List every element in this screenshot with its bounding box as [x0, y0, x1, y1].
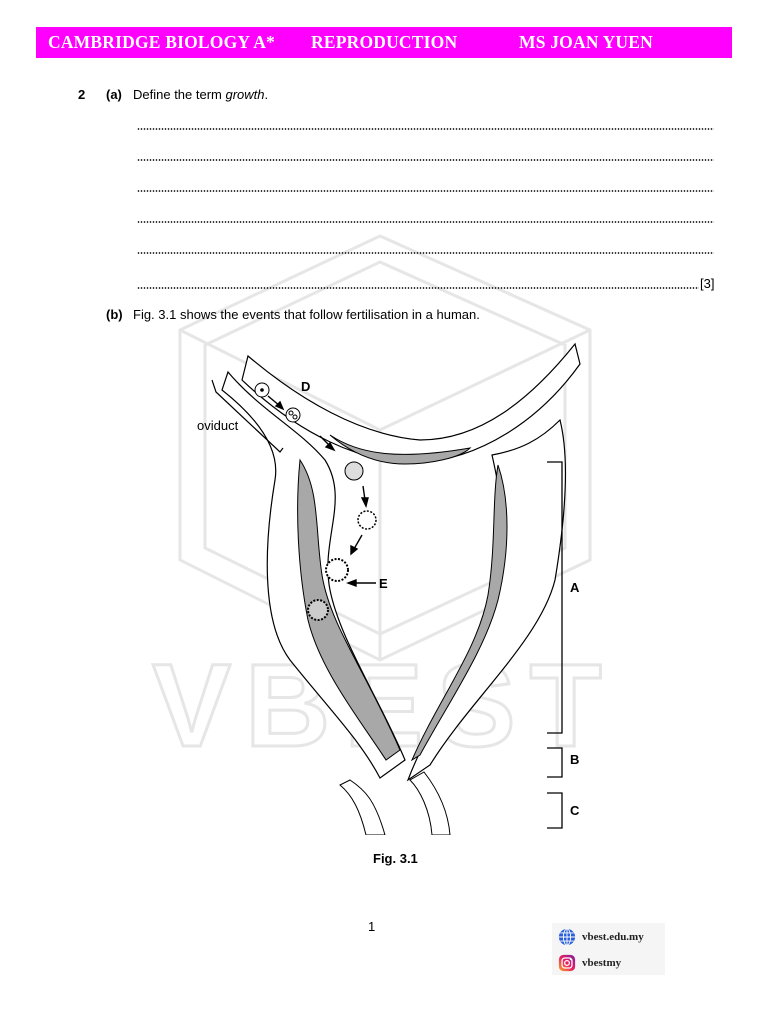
page-number: 1 [368, 919, 376, 934]
label-a: A [570, 580, 580, 595]
label-e: E [379, 576, 388, 591]
course-title: CAMBRIDGE BIOLOGY A* [48, 32, 275, 52]
website-link[interactable]: vbest.edu.my [582, 931, 644, 943]
instagram-icon [558, 954, 576, 972]
answer-line[interactable] [137, 287, 699, 289]
part-a-prompt: Define the term growth. [133, 87, 268, 102]
instagram-handle[interactable]: vbestmy [582, 957, 622, 969]
answer-line[interactable] [137, 128, 714, 130]
part-a-term: growth [225, 87, 265, 102]
fertilisation-diagram [211, 342, 581, 835]
topic-title: REPRODUCTION [311, 32, 458, 52]
header-banner: CAMBRIDGE BIOLOGY A* REPRODUCTION MS JOA… [36, 27, 732, 58]
part-b-label: (b) [106, 307, 123, 322]
label-c: C [570, 803, 580, 818]
globe-icon [558, 928, 576, 946]
label-d: D [301, 379, 311, 394]
part-a-text: Define the term [133, 87, 226, 102]
website-row[interactable]: vbest.edu.my [558, 928, 644, 946]
answer-line[interactable] [137, 221, 714, 223]
figure-caption: Fig. 3.1 [373, 851, 418, 866]
part-b-text: Fig. 3.1 shows the events that follow fe… [133, 307, 480, 322]
label-b: B [570, 752, 580, 767]
question-number: 2 [78, 87, 86, 102]
answer-line[interactable] [137, 252, 714, 254]
answer-line[interactable] [137, 190, 714, 192]
contact-box: vbest.edu.my vbestmy [552, 923, 665, 975]
part-a-label: (a) [106, 87, 122, 102]
answer-line[interactable] [137, 159, 714, 161]
marks-label: [3] [700, 276, 715, 291]
label-oviduct: oviduct [197, 418, 239, 433]
instagram-row[interactable]: vbestmy [558, 954, 621, 972]
teacher-name: MS JOAN YUEN [519, 32, 653, 52]
part-a-period: . [264, 87, 269, 102]
